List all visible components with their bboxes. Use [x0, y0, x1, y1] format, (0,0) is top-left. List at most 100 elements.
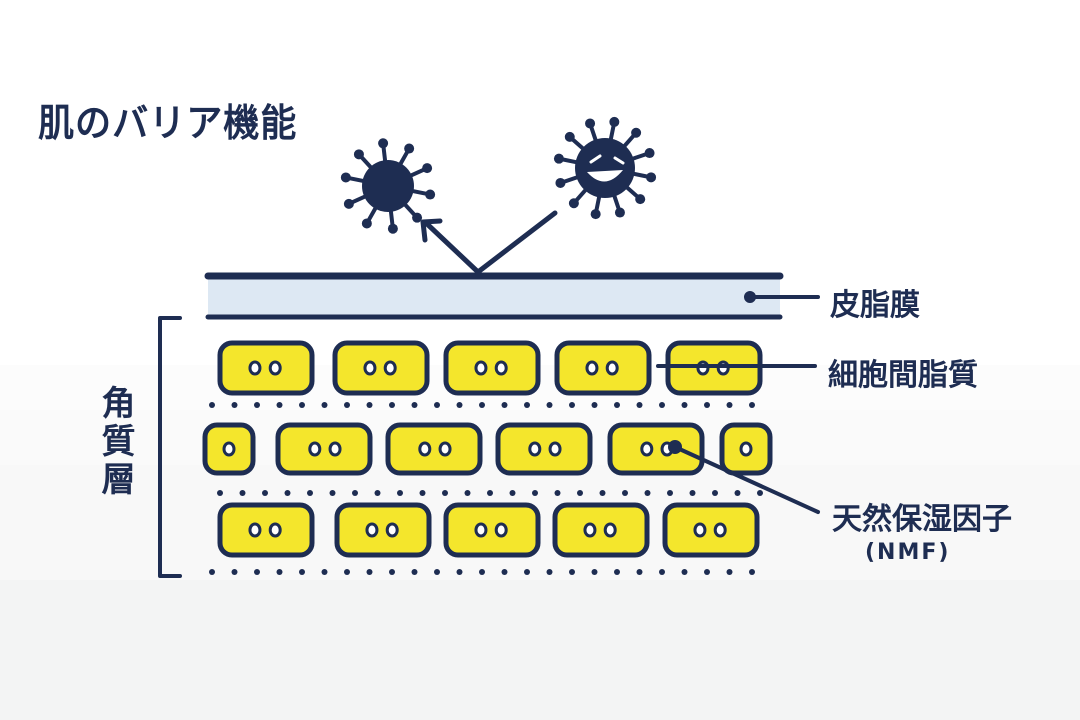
- lipid-dot: [689, 490, 696, 496]
- lipid-dot: [276, 569, 283, 575]
- lipid-dot: [366, 402, 373, 408]
- lipid-dot: [681, 402, 688, 408]
- lipid-dot: [262, 490, 268, 496]
- lipid-dot: [569, 569, 575, 575]
- lipid-dot: [524, 402, 530, 408]
- lipid-dot: [209, 569, 215, 575]
- lipid-dot: [442, 490, 448, 496]
- corneocyte-cell: [719, 422, 773, 476]
- lipid-dot: [254, 402, 260, 408]
- lipid-dot: [681, 569, 688, 575]
- nmf-leader-dot: [668, 440, 682, 454]
- intercellular-lipid-label: 細胞間脂質: [828, 358, 978, 393]
- lipid-dot: [231, 402, 238, 408]
- lipid-dot: [344, 402, 350, 408]
- lipid-dot: [704, 569, 710, 575]
- lipid-dot: [509, 490, 516, 496]
- lipid-dot: [321, 402, 328, 408]
- intercellular-lipid-dots: [209, 402, 763, 575]
- lipid-dot: [397, 490, 403, 496]
- lipid-dot: [524, 569, 530, 575]
- stratum-corneum-label: 角質層: [95, 385, 135, 499]
- lipid-dot: [749, 402, 755, 408]
- lipid-dot: [577, 490, 583, 496]
- lipid-dot: [434, 402, 440, 408]
- lipid-dot: [239, 490, 246, 496]
- lipid-dot: [479, 402, 485, 408]
- corneocyte-cell: [443, 340, 541, 396]
- lipid-dot: [659, 402, 665, 408]
- lipid-dot: [352, 490, 358, 496]
- lipid-dot: [456, 402, 463, 408]
- lipid-dot: [591, 569, 598, 575]
- lipid-dot: [419, 490, 426, 496]
- diagram-title: 肌のバリア機能: [38, 101, 298, 145]
- lipid-dot: [757, 490, 763, 496]
- lipid-dot: [636, 402, 643, 408]
- lipid-dot: [299, 569, 305, 575]
- lipid-dot: [321, 569, 328, 575]
- corneocyte-cell: [332, 340, 430, 396]
- corneocyte-cell: [443, 502, 541, 558]
- lipid-dot: [636, 569, 643, 575]
- lipid-dot: [434, 569, 440, 575]
- lipid-dot: [411, 402, 418, 408]
- lipid-dot: [659, 569, 665, 575]
- lipid-dot: [644, 490, 651, 496]
- deflection-arrow: [420, 210, 558, 275]
- virus-smiling-icon: [553, 116, 657, 220]
- lipid-dot: [501, 402, 508, 408]
- sebum-film-leader-dot: [744, 291, 756, 303]
- corneocyte-cell: [495, 422, 593, 476]
- stratum-corneum-bracket: [158, 316, 182, 578]
- lipid-dot: [546, 569, 553, 575]
- lipid-dot: [366, 569, 373, 575]
- lipid-dot: [389, 402, 395, 408]
- corneocyte-cell: [554, 340, 652, 396]
- lipid-dot: [217, 490, 223, 496]
- corneocyte-cell: [607, 422, 705, 476]
- lipid-dot: [307, 490, 313, 496]
- lipid-dot: [299, 402, 305, 408]
- nmf-abbreviation: (NMF): [865, 540, 951, 565]
- lipid-dot: [501, 569, 508, 575]
- lipid-dot: [344, 569, 350, 575]
- lipid-dot: [532, 490, 538, 496]
- lipid-dot: [726, 569, 733, 575]
- nmf-label: 天然保湿因子: [832, 502, 1012, 537]
- virus-icon: [340, 138, 436, 234]
- corneocyte-cell: [662, 502, 760, 558]
- lipid-dot: [284, 490, 291, 496]
- lipid-dot: [726, 402, 733, 408]
- lipid-dot: [704, 402, 710, 408]
- corneocyte-cell: [334, 502, 432, 558]
- background-band: [0, 580, 1080, 720]
- corneocyte-cell: [217, 502, 315, 558]
- lipid-dot: [231, 569, 238, 575]
- lipid-dot: [546, 402, 553, 408]
- lipid-dot: [599, 490, 606, 496]
- lipid-dot: [591, 402, 598, 408]
- corneocyte-cell: [275, 422, 373, 476]
- lipid-dot: [209, 402, 215, 408]
- lipid-dot: [456, 569, 463, 575]
- lipid-dot: [569, 402, 575, 408]
- lipid-dot: [734, 490, 741, 496]
- lipid-dot: [374, 490, 381, 496]
- corneocyte-cells: [202, 340, 773, 558]
- lipid-dot: [329, 490, 336, 496]
- lipid-dot: [554, 490, 561, 496]
- corneocyte-cell: [385, 422, 483, 476]
- corneocyte-cell: [552, 502, 650, 558]
- lipid-dot: [389, 569, 395, 575]
- lipid-dot: [464, 490, 471, 496]
- corneocyte-cell: [202, 422, 256, 476]
- corneocyte-cell: [217, 340, 315, 396]
- lipid-dot: [276, 402, 283, 408]
- lipid-dot: [254, 569, 260, 575]
- lipid-dot: [749, 569, 755, 575]
- nmf-leader: [673, 445, 820, 514]
- lipid-dot: [479, 569, 485, 575]
- lipid-dot: [712, 490, 718, 496]
